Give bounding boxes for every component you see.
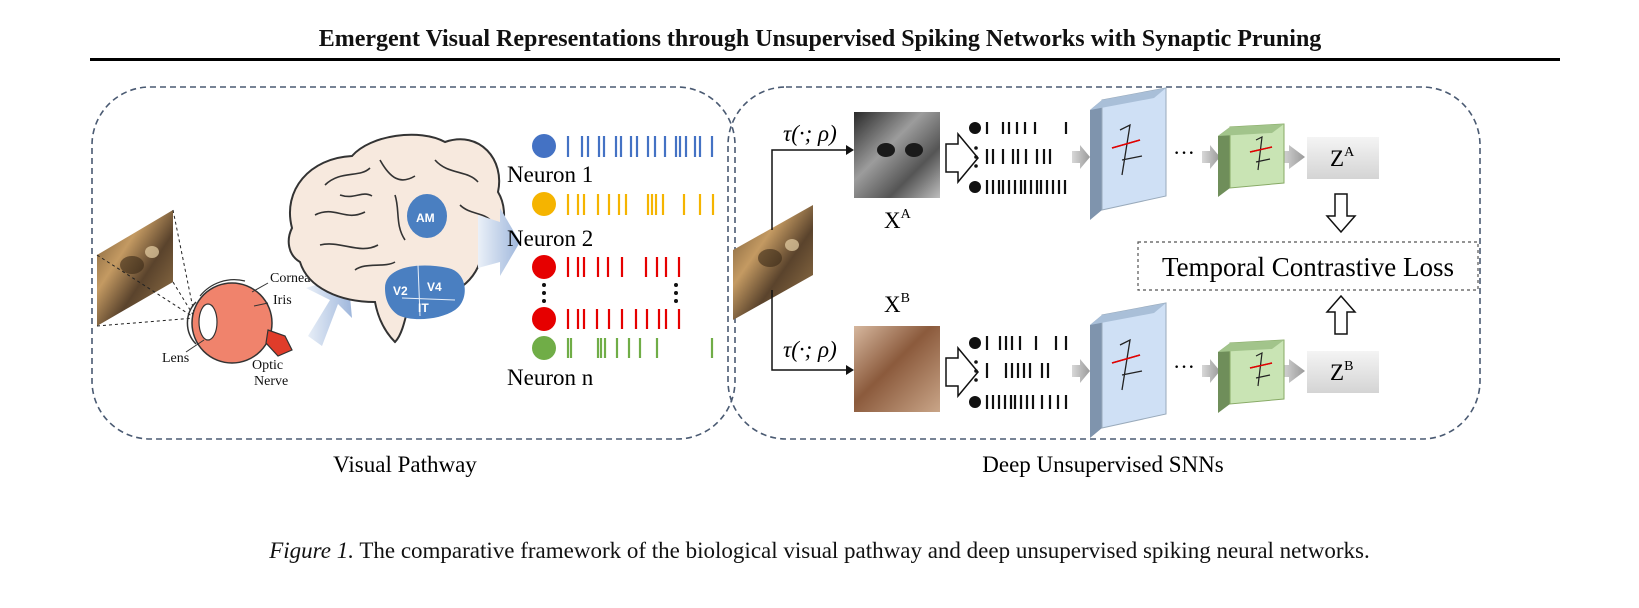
ellipsis-bottom: ··· — [1173, 354, 1195, 379]
output-za-label: ZA — [1330, 145, 1355, 171]
vertical-ellipsis-neurons — [542, 283, 678, 303]
paper-running-header: Emergent Visual Representations through … — [318, 26, 1322, 52]
area-it: IT — [418, 301, 429, 315]
neuron-n-spike-train — [566, 338, 714, 358]
label-iris: Iris — [273, 293, 292, 308]
neuron-3-spike-train — [566, 257, 681, 277]
label-cornea: Cornea — [270, 271, 311, 286]
visual-pathway-label: Visual Pathway — [333, 452, 477, 477]
figure-caption-label: Figure 1. — [269, 538, 354, 563]
output-zb-label: ZB — [1330, 359, 1353, 385]
snn-label: Deep Unsupervised SNNs — [982, 452, 1224, 477]
area-v4: V4 — [427, 280, 442, 294]
neuron-2-label: Neuron 2 — [507, 226, 593, 251]
input-image-right — [733, 205, 813, 320]
encode-arrow-bottom — [945, 345, 979, 399]
figure-caption: Figure 1. The comparative framework of t… — [0, 538, 1639, 564]
figure-1: Cornea Iris Lens Optic Nerve AM V4 V2 — [91, 86, 1481, 477]
neuron-n-dot — [532, 336, 556, 360]
output-za-box — [1307, 137, 1379, 179]
arrow-zb-to-loss — [1325, 294, 1357, 335]
spike-raster-top — [985, 122, 1068, 194]
neuron-4-spike-train — [566, 309, 681, 329]
output-zb-box — [1307, 351, 1379, 393]
neuron-1-spike-train — [566, 136, 714, 157]
arrow-brain-to-neurons — [478, 208, 520, 276]
label-optic: Optic — [252, 358, 283, 373]
ellipsis-top: ··· — [1173, 140, 1195, 165]
area-v2: V2 — [393, 284, 408, 298]
snn-layer-n-bottom — [1218, 339, 1285, 413]
augmentation-bottom-label: τ(·; ρ) — [783, 337, 837, 362]
view-a-label: XA — [884, 207, 912, 233]
snn-layer-n-top — [1218, 123, 1285, 197]
view-b-image — [854, 326, 940, 412]
eye-diagram — [186, 279, 293, 364]
input-image-left — [97, 210, 173, 326]
augmentation-top-label: τ(·; ρ) — [783, 121, 837, 146]
snn-panel — [727, 86, 1481, 440]
projection-lines — [96, 209, 196, 327]
arrow-za-to-loss — [1325, 193, 1357, 234]
neuron-3-dot — [532, 255, 556, 279]
augmentation-branches — [771, 149, 846, 371]
loss-box — [1137, 241, 1479, 291]
encode-arrow-top — [945, 131, 979, 185]
area-am: AM — [416, 211, 435, 225]
figure-caption-text: The comparative framework of the biologi… — [353, 538, 1370, 563]
spike-raster-bottom — [985, 336, 1068, 409]
neuron-2-dot — [532, 192, 556, 216]
snn-layer-1-bottom — [1090, 302, 1167, 438]
neuron-2-spike-train — [566, 194, 715, 215]
neuron-1-label: Neuron 1 — [507, 162, 593, 187]
view-b-label: XB — [884, 291, 910, 317]
neuron-4-dot — [532, 307, 556, 331]
brain-diagram — [287, 133, 506, 344]
header-rule — [90, 58, 1560, 61]
label-lens: Lens — [162, 351, 189, 366]
loss-label: Temporal Contrastive Loss — [1162, 252, 1454, 282]
snn-layer-1-top — [1090, 87, 1167, 220]
label-nerve: Nerve — [254, 374, 288, 389]
neuron-1-dot — [532, 134, 556, 158]
view-a-image — [854, 112, 940, 198]
spike-raster-top-dots — [969, 122, 981, 408]
neuron-n-label: Neuron n — [507, 365, 594, 390]
